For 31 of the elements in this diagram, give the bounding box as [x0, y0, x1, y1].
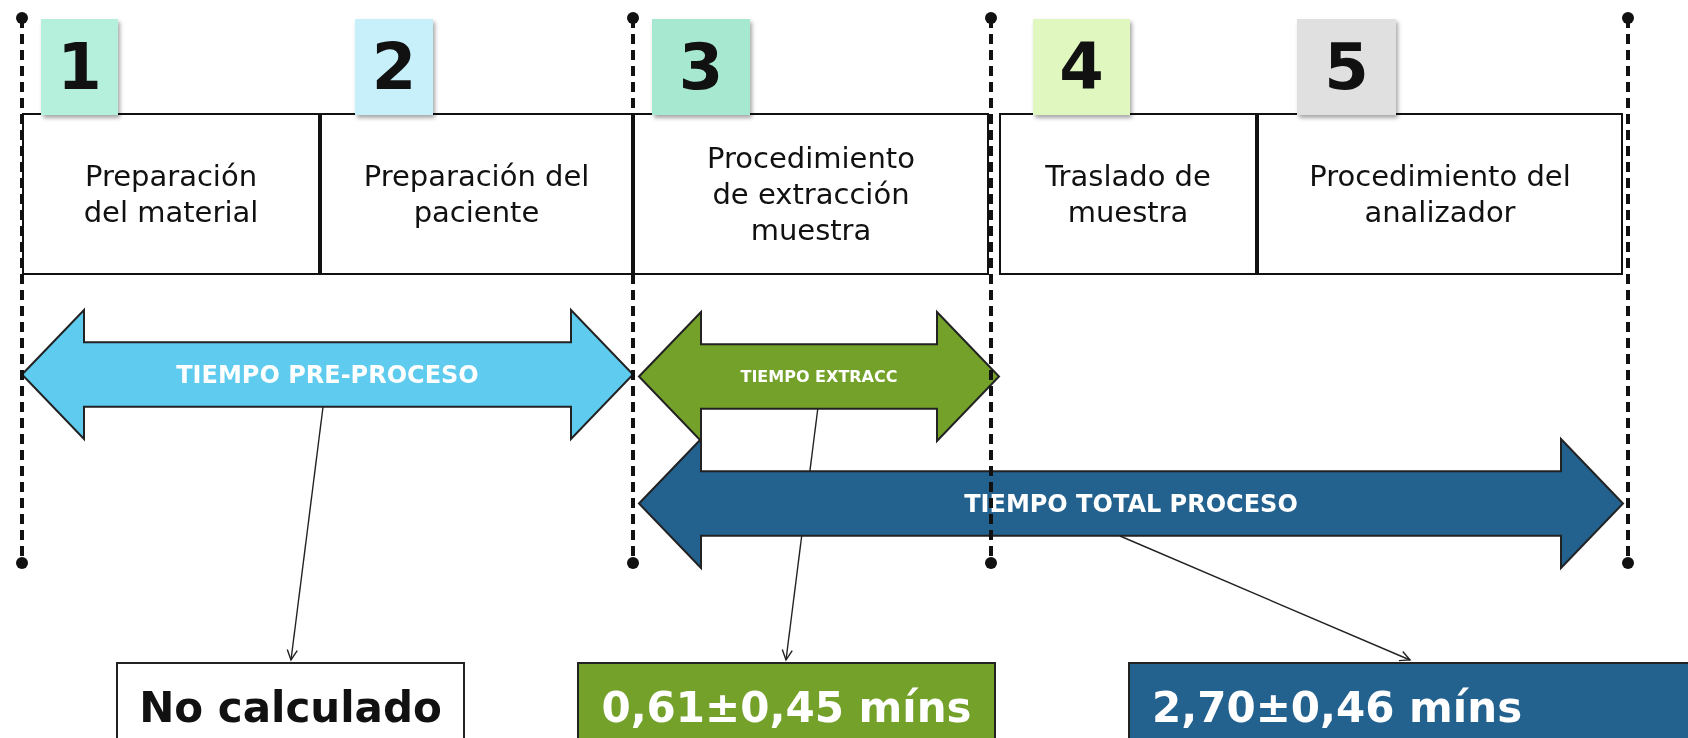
- result-value: 2,70±0,46 míns: [1152, 682, 1523, 732]
- step-number: [355, 19, 433, 115]
- step-number: [1297, 19, 1396, 115]
- result-value: No calculado: [139, 682, 442, 732]
- step-number-text: 3: [678, 30, 724, 104]
- result-box: [1128, 662, 1688, 738]
- step-number-text: 5: [1324, 30, 1369, 104]
- step-cell: [320, 113, 633, 275]
- step-cell: [999, 113, 1257, 275]
- step-number: [652, 19, 750, 115]
- step-label: Procedimiento del analizador: [1308, 157, 1572, 231]
- step-number-text: 1: [57, 30, 102, 104]
- arrow-label: TIEMPO TOTAL PROCESO: [964, 489, 1298, 518]
- step-number: [1033, 19, 1130, 115]
- step-cell: [633, 113, 989, 275]
- step-label: Procedimiento de extracción muestra: [707, 139, 915, 249]
- result-box: [577, 662, 996, 738]
- step-cell: [22, 113, 320, 275]
- leader-line: [286, 406, 324, 661]
- step-label: Traslado de muestra: [1044, 157, 1212, 231]
- arrow-label: TIEMPO EXTRACC: [740, 367, 898, 386]
- result-value: 0,61±0,45 míns: [601, 682, 972, 732]
- result-box: [116, 662, 465, 738]
- step-label: Preparación del paciente: [362, 157, 591, 231]
- leader-line: [1119, 535, 1411, 662]
- step-number: [41, 19, 118, 115]
- step-cell: [1257, 113, 1623, 275]
- arrow-label: TIEMPO PRE-PROCESO: [176, 360, 479, 389]
- step-number-text: 2: [371, 30, 417, 104]
- step-label: Preparación del material: [82, 157, 260, 231]
- step-number-text: 4: [1059, 30, 1104, 104]
